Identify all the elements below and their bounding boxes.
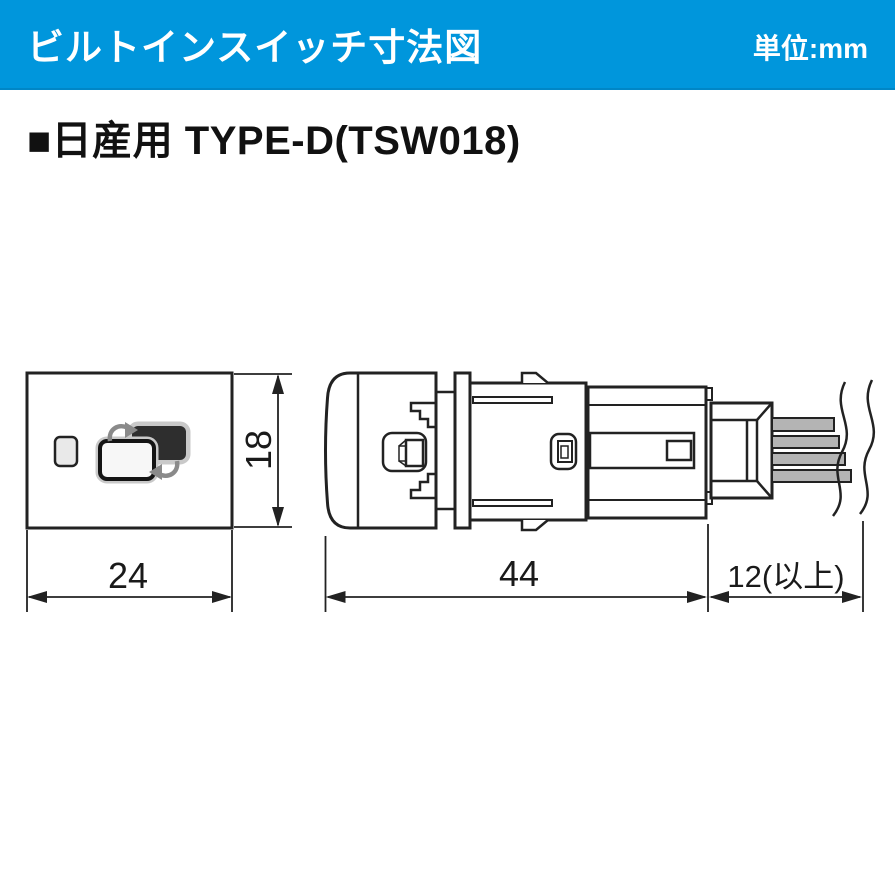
fold-arrow-head-icon [125,422,138,438]
housing-slot-bottom [472,499,553,507]
spring-clip-bottom [409,472,436,500]
arrowhead [27,591,47,603]
housing-slot-top [472,396,553,404]
terminal-blade-end [665,439,693,462]
header-bar: ビルトインスイッチ寸法図 単位:mm [0,0,895,90]
width-dimension [26,530,233,612]
indicator-window [53,435,79,468]
wire-dimension [709,521,864,612]
break-symbol [832,379,875,517]
section-heading: ■日産用 TYPE-D(TSW018) [27,119,521,163]
mating-connector [709,401,774,500]
connector-bevel [756,403,772,498]
cap-latch-detail [381,431,428,473]
unit-label: 単位:mm [752,33,868,64]
front-view: 18 24 [25,371,292,612]
spring-clip-top [409,401,436,429]
arrowhead [687,591,707,603]
button-cap [323,371,438,530]
arrowhead [272,374,284,394]
arrowhead [272,507,284,527]
side-view: 44 12(以上) [323,371,875,612]
unfold-arrow-head-icon [149,464,162,480]
housing-latch-detail [549,432,578,471]
arrowhead [212,591,232,603]
length-dimension [324,524,709,612]
arrowhead [709,591,729,603]
terminal-stub-top [705,387,713,401]
wire [771,417,835,432]
page-title: ビルトインスイッチ寸法図 [27,27,483,68]
wire [771,452,846,466]
light-mirror-icon [98,439,156,481]
arrowhead [842,591,862,603]
lock-tab-bottom [520,519,549,532]
wire-harness [771,417,852,483]
wire [771,469,852,483]
height-dimension [234,373,292,528]
mirror-fold-icon [95,421,191,484]
lock-tab-top [520,371,549,384]
height-dimension-label: 18 [238,430,279,470]
arrowhead [325,591,346,603]
wire [771,435,840,449]
width-dimension-label: 24 [108,555,148,596]
length-dimension-label: 44 [499,553,539,594]
mounting-flange [453,371,472,530]
wire-dimension-label: 12(以上) [727,559,844,594]
